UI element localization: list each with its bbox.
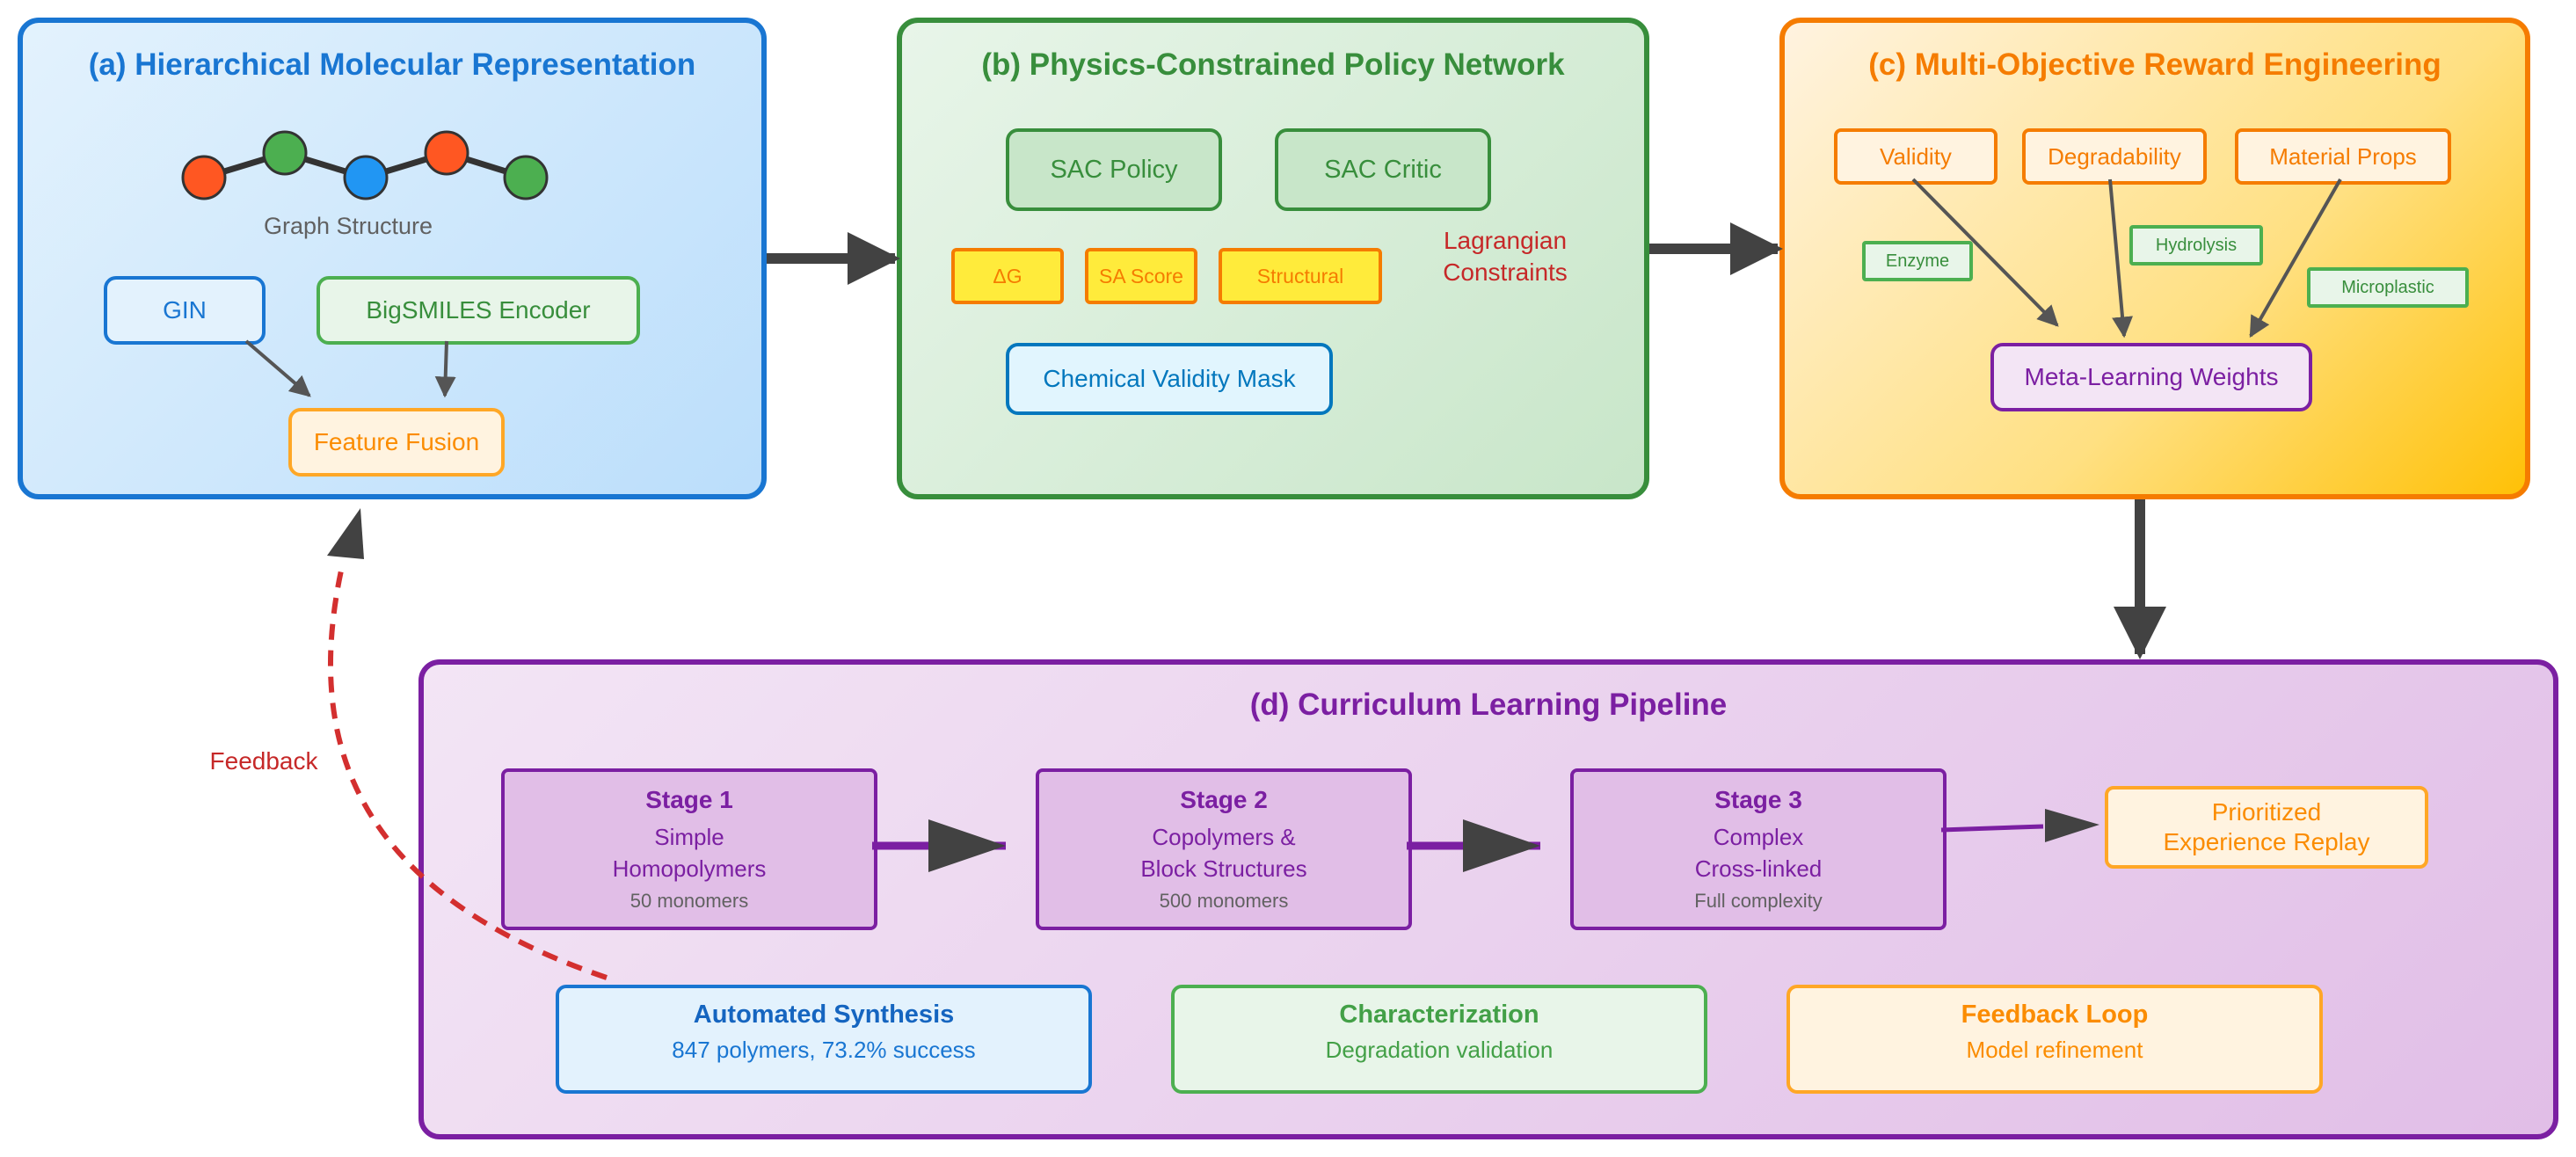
synthesis-sub: 847 polymers, 73.2% success bbox=[672, 1037, 976, 1063]
structural-constraint: Structural bbox=[1219, 248, 1382, 304]
stage-1-box: Stage 1 Simple Homopolymers 50 monomers bbox=[501, 768, 877, 930]
graph-structure-label: Graph Structure bbox=[263, 213, 433, 239]
sa-score-constraint: SA Score bbox=[1085, 248, 1197, 304]
stage-2-sub: 500 monomers bbox=[1159, 890, 1289, 912]
panel-a-title: (a) Hierarchical Molecular Representatio… bbox=[88, 47, 696, 82]
meta-learning-weights-box: Meta-Learning Weights bbox=[1990, 343, 2312, 411]
graph-structure bbox=[181, 130, 549, 200]
stage-2-box: Stage 2 Copolymers & Block Structures 50… bbox=[1036, 768, 1412, 930]
delta-g-constraint: ΔG bbox=[951, 248, 1064, 304]
stage-3-replay-line bbox=[1940, 824, 2044, 833]
feedback-label: Feedback bbox=[209, 747, 318, 775]
stage-3-line1: Complex bbox=[1713, 824, 1804, 850]
material-props-reward-box: Material Props bbox=[2235, 128, 2451, 185]
stage-3-title: Stage 3 bbox=[1714, 786, 1802, 813]
synthesis-title: Automated Synthesis bbox=[693, 1001, 955, 1029]
prioritized-replay-box: Prioritized Experience Replay bbox=[2105, 786, 2428, 869]
characterization-sub: Degradation validation bbox=[1325, 1037, 1554, 1063]
stage-1-sub: 50 monomers bbox=[629, 890, 749, 912]
stage-3-box: Stage 3 Complex Cross-linked Full comple… bbox=[1570, 768, 1947, 930]
arrow-material-meta bbox=[2249, 178, 2342, 338]
feature-fusion-box: Feature Fusion bbox=[288, 408, 505, 477]
stage-1-line2: Homopolymers bbox=[612, 855, 767, 882]
graph-node bbox=[181, 155, 227, 200]
panel-d-title: (d) Curriculum Learning Pipeline bbox=[1249, 688, 1728, 722]
sac-critic-box: SAC Critic bbox=[1275, 128, 1491, 211]
stage-3-line2: Cross-linked bbox=[1694, 855, 1823, 882]
automated-synthesis-box: Automated Synthesis 847 polymers, 73.2% … bbox=[556, 985, 1092, 1094]
stage-2-line1: Copolymers & bbox=[1152, 824, 1296, 850]
characterization-title: Characterization bbox=[1339, 1001, 1539, 1029]
degradability-reward-box: Degradability bbox=[2022, 128, 2207, 185]
stage-1-2-arrowhead bbox=[928, 819, 1006, 872]
stage-2-3-arrowhead bbox=[1463, 819, 1540, 872]
feedback-loop-title: Feedback Loop bbox=[1961, 1001, 2149, 1029]
panel-b-title: (b) Physics-Constrained Policy Network bbox=[981, 47, 1565, 82]
feedback-dashed-curve bbox=[327, 562, 608, 980]
graph-node bbox=[424, 130, 469, 176]
validity-reward-box: Validity bbox=[1834, 128, 1997, 185]
graph-node bbox=[503, 155, 549, 200]
panel-reward-engineering: (c) Multi-Objective Reward Engineering V… bbox=[1779, 18, 2530, 499]
characterization-box: Characterization Degradation validation bbox=[1171, 985, 1707, 1094]
graph-node bbox=[343, 155, 389, 200]
arrow-validity-meta bbox=[1911, 178, 2059, 327]
arrow-bigsmiles-fusion bbox=[434, 340, 456, 398]
feedback-loop-box: Feedback Loop Model refinement bbox=[1786, 985, 2323, 1094]
lagrangian-constraints-label: Lagrangian Constraints bbox=[1443, 227, 1568, 286]
panel-hierarchical-representation: (a) Hierarchical Molecular Representatio… bbox=[18, 18, 767, 499]
arrow-gin-fusion bbox=[244, 339, 311, 397]
panel-curriculum-pipeline: (d) Curriculum Learning Pipeline Stage 1… bbox=[418, 659, 2558, 1139]
stage-3-sub: Full complexity bbox=[1694, 890, 1823, 912]
replay-line1: Prioritized bbox=[2211, 798, 2322, 826]
feedback-loop-sub: Model refinement bbox=[1966, 1037, 2143, 1063]
sac-policy-box: SAC Policy bbox=[1006, 128, 1222, 211]
bigsmiles-encoder-box: BigSMILES Encoder bbox=[317, 276, 640, 345]
enzyme-tag: Enzyme bbox=[1862, 241, 1973, 281]
panel-policy-network: (b) Physics-Constrained Policy Network S… bbox=[897, 18, 1649, 499]
replay-line2: Experience Replay bbox=[2163, 828, 2370, 855]
gin-box: GIN bbox=[104, 276, 266, 345]
microplastic-tag: Microplastic bbox=[2307, 267, 2469, 308]
feedback-arrowhead bbox=[327, 508, 364, 559]
graph-node bbox=[262, 130, 308, 176]
arrow-degradability-meta bbox=[2108, 178, 2134, 338]
stage-1-line1: Simple bbox=[654, 824, 724, 850]
stage-2-line2: Block Structures bbox=[1140, 855, 1307, 882]
hydrolysis-tag: Hydrolysis bbox=[2129, 225, 2263, 266]
stage-3-replay-arrowhead bbox=[2045, 809, 2099, 842]
panel-c-title: (c) Multi-Objective Reward Engineering bbox=[1868, 47, 2441, 82]
chemical-validity-mask-box: Chemical Validity Mask bbox=[1006, 343, 1333, 415]
stage-1-title: Stage 1 bbox=[645, 786, 733, 813]
stage-2-title: Stage 2 bbox=[1180, 786, 1268, 813]
